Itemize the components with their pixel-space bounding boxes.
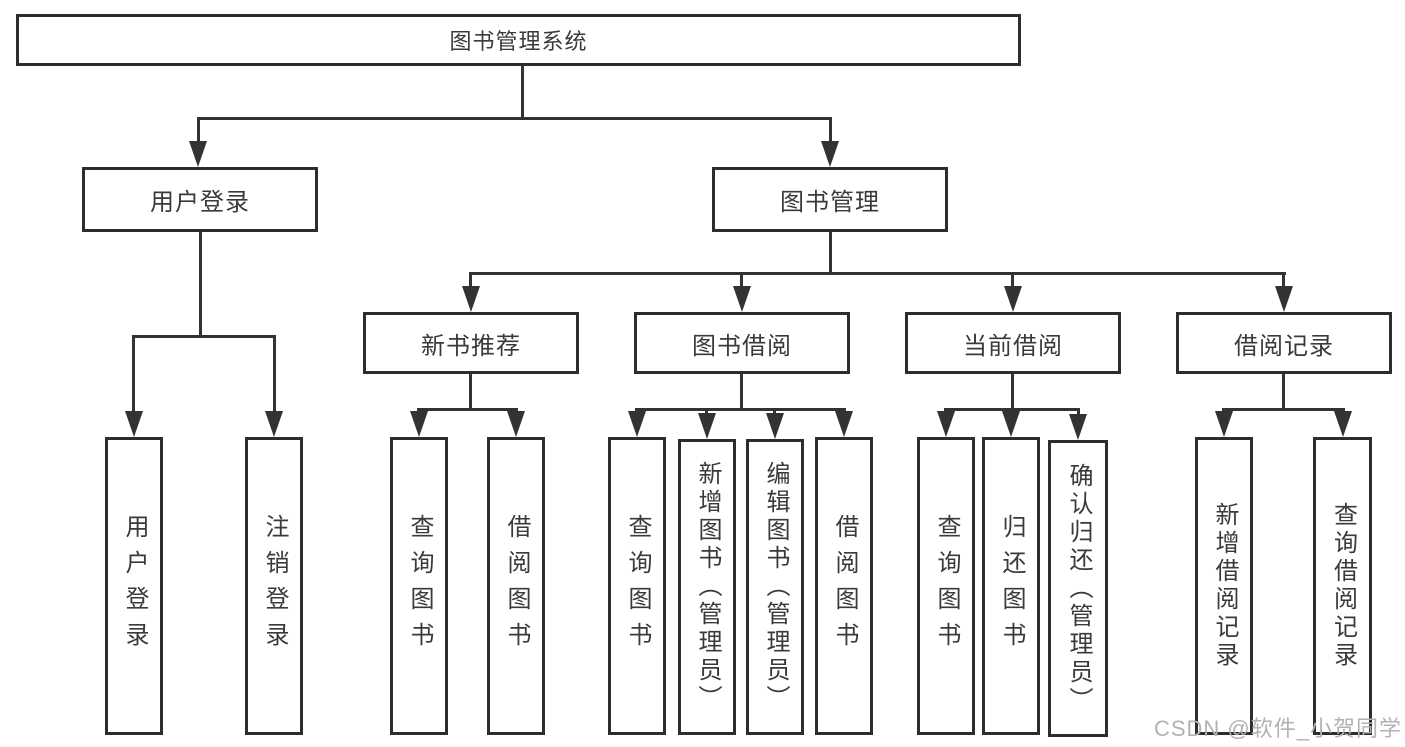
arrow-down-icon bbox=[628, 411, 646, 437]
arrow-down-icon bbox=[462, 286, 480, 312]
node-new-book-recommendation: 新书推荐 bbox=[363, 312, 579, 374]
node-user-login-label: 用户登录 bbox=[150, 189, 250, 216]
leaf-edit-books-admin: 编辑图书（管理员） bbox=[746, 439, 804, 735]
leaf-borrow-books-borrowing: 借阅图书 bbox=[815, 437, 873, 735]
leaf-user-login: 用户登录 bbox=[105, 437, 163, 735]
leaf-query-books-current: 查询图书 bbox=[917, 437, 975, 735]
arrow-down-icon bbox=[1069, 414, 1087, 440]
arrow-down-icon bbox=[410, 411, 428, 437]
arrow-down-icon bbox=[698, 413, 716, 439]
arrow-down-icon bbox=[766, 413, 784, 439]
leaf-query-books-borrowing: 查询图书 bbox=[608, 437, 666, 735]
csdn-watermark: CSDN @软件_小贺同学 bbox=[1153, 716, 1402, 741]
node-new-book-recommendation-label: 新书推荐 bbox=[421, 332, 521, 360]
node-root: 图书管理系统 bbox=[16, 14, 1021, 66]
leaf-return-books: 归还图书 bbox=[982, 437, 1040, 735]
arrow-down-icon bbox=[125, 411, 143, 437]
leaf-add-borrow-record: 新增借阅记录 bbox=[1195, 437, 1253, 735]
arrow-down-icon bbox=[733, 286, 751, 312]
leaf-confirm-return-admin: 确认归还（管理员） bbox=[1048, 440, 1108, 737]
arrow-down-icon bbox=[189, 141, 207, 167]
node-current-borrowing-label: 当前借阅 bbox=[963, 332, 1063, 360]
leaf-query-borrow-record: 查询借阅记录 bbox=[1313, 437, 1372, 735]
node-current-borrowing: 当前借阅 bbox=[905, 312, 1121, 374]
arrow-down-icon bbox=[265, 411, 283, 437]
arrow-down-icon bbox=[1334, 411, 1352, 437]
arrow-down-icon bbox=[1004, 286, 1022, 312]
node-book-borrowing: 图书借阅 bbox=[634, 312, 850, 374]
arrow-down-icon bbox=[507, 411, 525, 437]
leaf-query-books-recommend: 查询图书 bbox=[390, 437, 448, 735]
arrow-down-icon bbox=[1275, 286, 1293, 312]
node-user-login: 用户登录 bbox=[82, 167, 318, 232]
node-borrowing-records-label: 借阅记录 bbox=[1234, 332, 1334, 360]
node-root-label: 图书管理系统 bbox=[449, 29, 588, 54]
node-book-management-label: 图书管理 bbox=[780, 189, 880, 216]
node-borrowing-records: 借阅记录 bbox=[1176, 312, 1392, 374]
leaf-logout: 注销登录 bbox=[245, 437, 303, 735]
node-book-management: 图书管理 bbox=[712, 167, 948, 232]
node-book-borrowing-label: 图书借阅 bbox=[692, 332, 792, 360]
arrow-down-icon bbox=[937, 411, 955, 437]
arrow-down-icon bbox=[821, 141, 839, 167]
leaf-borrow-books-recommend: 借阅图书 bbox=[487, 437, 545, 735]
arrow-down-icon bbox=[1215, 411, 1233, 437]
arrow-down-icon bbox=[835, 411, 853, 437]
leaf-add-books-admin: 新增图书（管理员） bbox=[678, 439, 736, 735]
arrow-down-icon bbox=[1002, 411, 1020, 437]
